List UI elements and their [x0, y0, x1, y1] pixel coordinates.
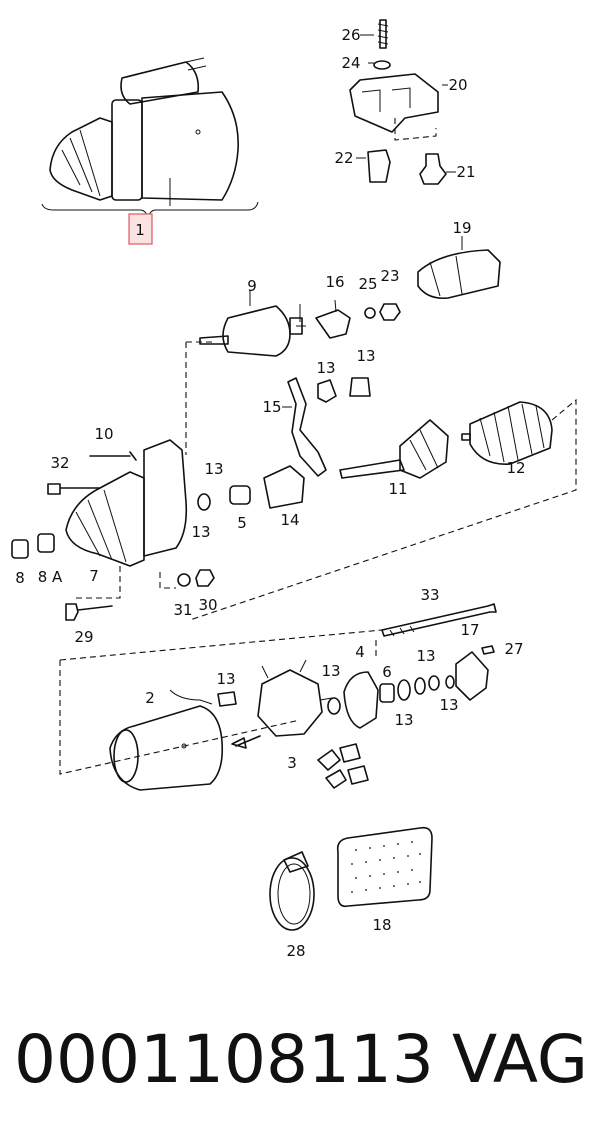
callout-20[interactable]: 20 [448, 76, 467, 94]
callout-9[interactable]: 9 [247, 277, 257, 295]
brush-cover-drawing [417, 236, 501, 300]
callout-8a[interactable]: 8 A [38, 568, 63, 586]
callout-19[interactable]: 19 [452, 219, 471, 237]
callout-13[interactable]: 13 [216, 670, 235, 688]
callout-27[interactable]: 27 [504, 640, 523, 658]
callout-3[interactable]: 3 [287, 754, 297, 772]
callout-13[interactable]: 13 [204, 460, 223, 478]
callout-1[interactable]: 1 [135, 221, 145, 239]
callout-5[interactable]: 5 [237, 514, 247, 532]
callout-23[interactable]: 23 [380, 267, 399, 285]
callout-1-highlight [128, 213, 153, 245]
callout-10[interactable]: 10 [94, 425, 113, 443]
callout-13[interactable]: 13 [439, 696, 458, 714]
starter-assembly-drawing [41, 57, 259, 219]
callout-21[interactable]: 21 [456, 163, 475, 181]
lever-parts-drawing [282, 299, 401, 477]
brush-holder-drawing [231, 659, 369, 789]
callout-22[interactable]: 22 [334, 149, 353, 167]
armature-drawing [189, 398, 577, 621]
drive-housing-drawing [11, 439, 188, 621]
solenoid-cover-group [349, 19, 456, 185]
callout-25[interactable]: 25 [358, 275, 377, 293]
callout-8[interactable]: 8 [15, 569, 25, 587]
callout-28[interactable]: 28 [286, 942, 305, 960]
callout-6[interactable]: 6 [382, 663, 392, 681]
callout-14[interactable]: 14 [280, 511, 299, 529]
solenoid-link-line [185, 341, 216, 455]
callout-31[interactable]: 31 [173, 601, 192, 619]
callout-26[interactable]: 26 [341, 26, 360, 44]
pinion-drive-drawing [177, 465, 305, 587]
callout-18[interactable]: 18 [372, 916, 391, 934]
callout-32[interactable]: 32 [50, 454, 69, 472]
callout-12[interactable]: 12 [506, 459, 525, 477]
part-number: 0001108113 [14, 1021, 434, 1098]
callout-17[interactable]: 17 [460, 621, 479, 639]
gasket-drawing [336, 826, 433, 908]
footer: 0001108113 VAG [0, 1010, 600, 1120]
callout-13[interactable]: 13 [316, 359, 335, 377]
callout-13[interactable]: 13 [416, 647, 435, 665]
callout-33[interactable]: 33 [420, 586, 439, 604]
callout-15[interactable]: 15 [262, 398, 281, 416]
solenoid-drawing [199, 290, 306, 357]
callout-30[interactable]: 30 [198, 596, 217, 614]
callout-24[interactable]: 24 [341, 54, 360, 72]
callout-4[interactable]: 4 [355, 643, 365, 661]
callout-11[interactable]: 11 [388, 480, 407, 498]
callout-2[interactable]: 2 [145, 689, 155, 707]
yoke-drawing [109, 689, 237, 791]
clamp-drawing [269, 851, 315, 931]
starter-exploded-diagram: 1 2 3 4 5 6 7 8 8 A 9 10 11 12 13 13 13 … [11, 19, 577, 960]
assembly-frame-line [59, 629, 383, 775]
callout-16[interactable]: 16 [325, 273, 344, 291]
end-frame-drawing [327, 603, 497, 729]
callout-13[interactable]: 13 [394, 711, 413, 729]
callout-13[interactable]: 13 [356, 347, 375, 365]
callout-29[interactable]: 29 [74, 628, 93, 646]
brand-name: VAG [452, 1021, 589, 1098]
callout-13[interactable]: 13 [321, 662, 340, 680]
callout-7[interactable]: 7 [89, 567, 99, 585]
callout-13[interactable]: 13 [191, 523, 210, 541]
